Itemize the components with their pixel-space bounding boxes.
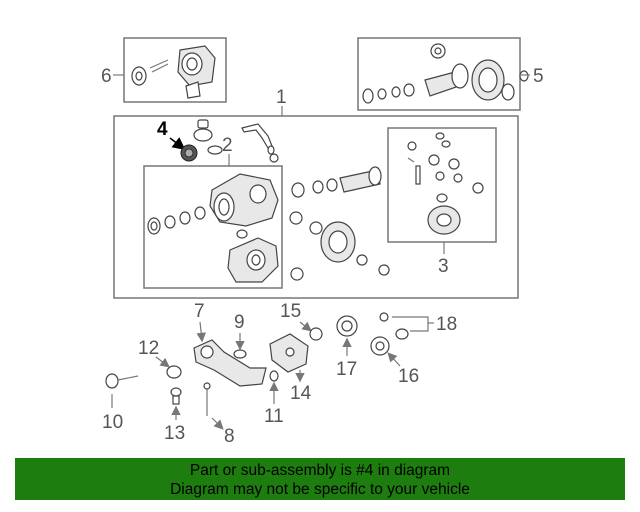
- part-11-clip: [269, 370, 279, 382]
- assembly-1-box: [113, 115, 519, 299]
- part-14-bracket: [269, 333, 309, 373]
- callout-14: 14: [290, 383, 312, 404]
- part-12-bushing: [166, 365, 182, 379]
- callout-10: 10: [102, 412, 123, 433]
- banner-line-2: Diagram may not be specific to your vehi…: [170, 481, 470, 498]
- info-banner: Part or sub-assembly is #4 in diagram Di…: [15, 458, 625, 500]
- part-16-mount: [370, 336, 390, 356]
- box-1-center-parts: [289, 166, 390, 281]
- subassembly-3-box: [387, 127, 497, 243]
- callout-16: 16: [398, 366, 419, 387]
- part-18-bolts: [379, 312, 409, 340]
- callout-5: 5: [533, 66, 544, 87]
- callout-9: 9: [234, 312, 245, 333]
- callout-13: 13: [164, 423, 185, 444]
- callout-1: 1: [276, 87, 287, 108]
- subassembly-5-box: [357, 37, 529, 111]
- part-13-stud: [170, 387, 182, 405]
- box-1-top-parts: [193, 119, 279, 163]
- callout-15: 15: [280, 301, 301, 322]
- part-8-bolt: [203, 382, 211, 416]
- callout-2: 2: [222, 135, 233, 156]
- callout-4: 4: [157, 119, 168, 140]
- parts-diagram: 6 5 1 4 2: [101, 37, 544, 447]
- part-9-nut: [233, 349, 247, 359]
- subassembly-2-box: [143, 165, 283, 289]
- banner-line-1: Part or sub-assembly is #4 in diagram: [189, 462, 451, 479]
- part-4-seal: [180, 144, 198, 162]
- callout-11: 11: [264, 406, 284, 427]
- subassembly-6-box: [123, 37, 227, 103]
- callout-12: 12: [138, 338, 159, 359]
- part-17-mount: [336, 315, 358, 337]
- callout-18: 18: [436, 314, 457, 335]
- callout-7: 7: [194, 301, 205, 322]
- part-7-bracket: [193, 339, 267, 387]
- callout-6: 6: [101, 66, 112, 87]
- part-10-bolt: [105, 373, 139, 389]
- part-15-bushing: [309, 327, 323, 341]
- callout-3: 3: [438, 256, 449, 277]
- callout-17: 17: [336, 359, 357, 380]
- callout-8: 8: [224, 426, 235, 447]
